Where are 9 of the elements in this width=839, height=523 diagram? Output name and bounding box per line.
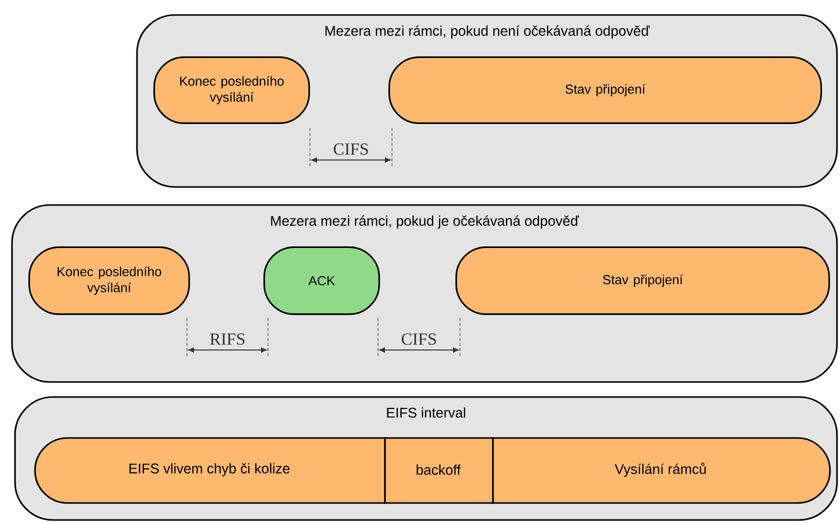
dimension-label: RIFS [210,333,244,345]
dimension-label: CIFS [334,143,368,155]
rounded-box: Stav připojení [388,56,822,124]
bar-segment: backoff [384,437,494,504]
rounded-box: Konec posledního vysílání [28,246,190,315]
rounded-box: Konec posledního vysílání [153,56,310,124]
dimension-label: CIFS [402,333,436,345]
rounded-box: Stav připojení [455,246,830,315]
rounded-box: ACK [263,246,380,315]
